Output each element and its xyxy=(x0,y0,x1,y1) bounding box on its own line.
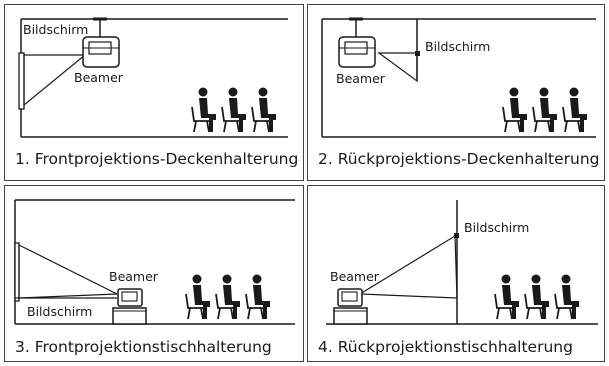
seated-person-icon xyxy=(532,87,557,133)
table-icon xyxy=(112,307,147,325)
diagram-front-ceiling: Bildschirm Beamer xyxy=(18,17,288,138)
panel-front-ceiling: Bildschirm Beamer 1. Frontprojektions-De… xyxy=(4,4,304,181)
seated-person-icon xyxy=(185,274,210,320)
panel-front-table: Beamer Bildschirm 3. Frontprojektionstis… xyxy=(4,185,304,362)
projector-icon xyxy=(337,288,363,307)
audience-icon xyxy=(191,87,276,133)
diagram-rear-table: Bildschirm Beamer xyxy=(326,200,598,325)
projector-icon xyxy=(338,36,376,68)
audience-icon xyxy=(185,274,270,320)
seated-person-icon xyxy=(221,87,246,133)
diagram-rear-ceiling: Bildschirm Beamer xyxy=(321,17,596,138)
projector-icon xyxy=(82,36,120,68)
seated-person-icon xyxy=(191,87,216,133)
projector-label: Beamer xyxy=(74,70,124,85)
screen-label: Bildschirm xyxy=(425,39,490,54)
table-icon xyxy=(333,307,368,325)
panel-rear-table: Bildschirm Beamer 4. Rückprojektionstisc… xyxy=(307,185,605,362)
panel-rear-ceiling: Bildschirm Beamer 2. Rückprojektions-Dec… xyxy=(307,4,605,181)
seated-person-icon xyxy=(502,87,527,133)
screen xyxy=(18,52,25,110)
seated-person-icon xyxy=(524,274,549,320)
seated-person-icon xyxy=(562,87,587,133)
audience-icon xyxy=(494,274,579,320)
seated-person-icon xyxy=(251,87,276,133)
projection-beam xyxy=(18,244,118,299)
projection-beam xyxy=(358,234,458,299)
caption: 1. Frontprojektions-Deckenhalterung xyxy=(15,150,299,168)
seated-person-icon xyxy=(215,274,240,320)
caption: 3. Frontprojektionstischhalterung xyxy=(15,338,272,356)
caption: 2. Rückprojektions-Deckenhalterung xyxy=(318,150,600,168)
diagram-front-table: Beamer Bildschirm xyxy=(14,199,295,325)
projector-label: Beamer xyxy=(336,71,386,86)
audience-icon xyxy=(502,87,587,133)
seated-person-icon xyxy=(245,274,270,320)
screen-label: Bildschirm xyxy=(27,304,92,319)
projector-label: Beamer xyxy=(330,269,380,284)
projector-icon xyxy=(117,288,143,307)
projection-beam xyxy=(377,52,418,83)
projection-beam xyxy=(23,54,87,107)
caption: 4. Rückprojektionstischhalterung xyxy=(318,338,573,356)
seated-person-icon xyxy=(554,274,579,320)
screen-label: Bildschirm xyxy=(23,22,88,37)
projector-label: Beamer xyxy=(109,269,159,284)
screen-label: Bildschirm xyxy=(464,220,529,235)
seated-person-icon xyxy=(494,274,519,320)
